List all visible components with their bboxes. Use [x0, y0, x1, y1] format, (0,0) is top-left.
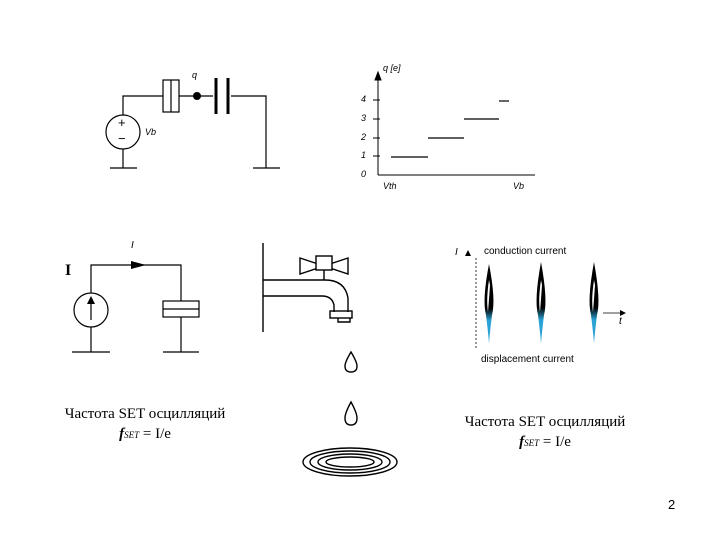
plus-sign: + [118, 115, 126, 130]
right-formula-rest: = I/e [539, 434, 571, 450]
charge-label: q [192, 70, 198, 80]
left-caption: Частота SET осцилляций fSET = I/e [30, 404, 260, 445]
y-tick-2: 2 [361, 132, 367, 142]
right-formula-f: f [519, 434, 525, 450]
source-label: Vb [145, 127, 157, 137]
left-formula-rest: = I/e [139, 426, 171, 442]
right-formula-sub: SET [524, 438, 540, 448]
left-formula-sub: SET [124, 430, 140, 440]
staircase-y-label: q [e] [383, 63, 401, 73]
left-caption-line1: Частота SET осцилляций [64, 406, 226, 422]
left-caption-formula: fSET = I/e [30, 424, 260, 445]
current-label: I [131, 240, 134, 251]
conduction-current-label: conduction current [484, 246, 567, 257]
current-big-label: I [65, 262, 72, 279]
y-tick-1: 1 [361, 150, 367, 160]
x-tick-vth: Vth [383, 181, 397, 191]
y-tick-4: 4 [361, 94, 367, 104]
displacement-current-label: displacement current [481, 354, 574, 365]
current-plot-x-label: t [619, 316, 622, 327]
minus-sign: − [118, 131, 126, 146]
page-number: 2 [668, 497, 676, 512]
left-formula-f: f [119, 426, 125, 442]
y-tick-0: 0 [361, 169, 367, 179]
right-caption: Частота SET осцилляций fSET = I/e [430, 412, 660, 453]
x-tick-vb: Vb [513, 181, 525, 191]
right-caption-formula: fSET = I/e [430, 432, 660, 453]
right-caption-line1: Частота SET осцилляций [464, 414, 626, 430]
current-plot-y-label: I [455, 247, 458, 258]
y-tick-3: 3 [361, 113, 367, 123]
